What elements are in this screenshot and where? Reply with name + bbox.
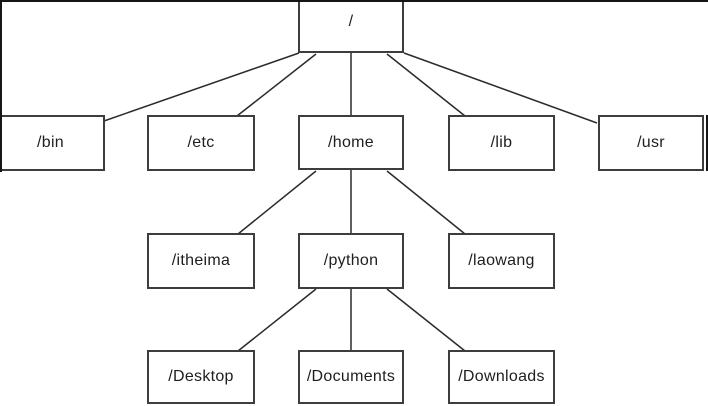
node-itheima-label: /itheima (171, 252, 231, 269)
edge-python-downloads (386, 288, 466, 352)
node-lib: /lib (448, 115, 555, 171)
node-documents: /Documents (298, 350, 404, 404)
crop-edge-right (706, 115, 708, 171)
edge-root-bin (103, 52, 300, 122)
node-desktop: /Desktop (147, 350, 255, 404)
node-downloads-label: /Downloads (458, 368, 545, 385)
node-usr: /usr (598, 115, 704, 171)
node-downloads: /Downloads (448, 350, 555, 404)
crop-edge-top (0, 0, 708, 2)
edge-root-usr (403, 52, 598, 124)
node-root: / (298, 0, 404, 53)
node-documents-label: /Documents (306, 368, 396, 385)
node-python: /python (298, 233, 404, 289)
node-desktop-label: /Desktop (168, 368, 234, 385)
node-itheima: /itheima (147, 233, 255, 289)
node-etc: /etc (147, 115, 255, 171)
edge-home-itheima (237, 170, 317, 235)
crop-edge-left (0, 0, 2, 172)
node-lib-label: /lib (490, 134, 513, 151)
node-bin-label: /bin (37, 134, 64, 151)
edge-root-etc (236, 53, 317, 117)
node-laowang-label: /laowang (468, 252, 535, 269)
node-usr-label: /usr (637, 134, 665, 151)
node-root-label: / (348, 12, 354, 30)
edge-root-lib (386, 53, 466, 117)
node-home-label: /home (328, 133, 374, 151)
edge-home-laowang (386, 170, 466, 235)
edge-python-desktop (237, 288, 317, 352)
node-home: /home (298, 115, 404, 170)
node-laowang: /laowang (448, 233, 555, 289)
node-python-label: /python (323, 252, 379, 269)
node-bin: /bin (0, 115, 105, 171)
node-etc-label: /etc (187, 134, 215, 151)
